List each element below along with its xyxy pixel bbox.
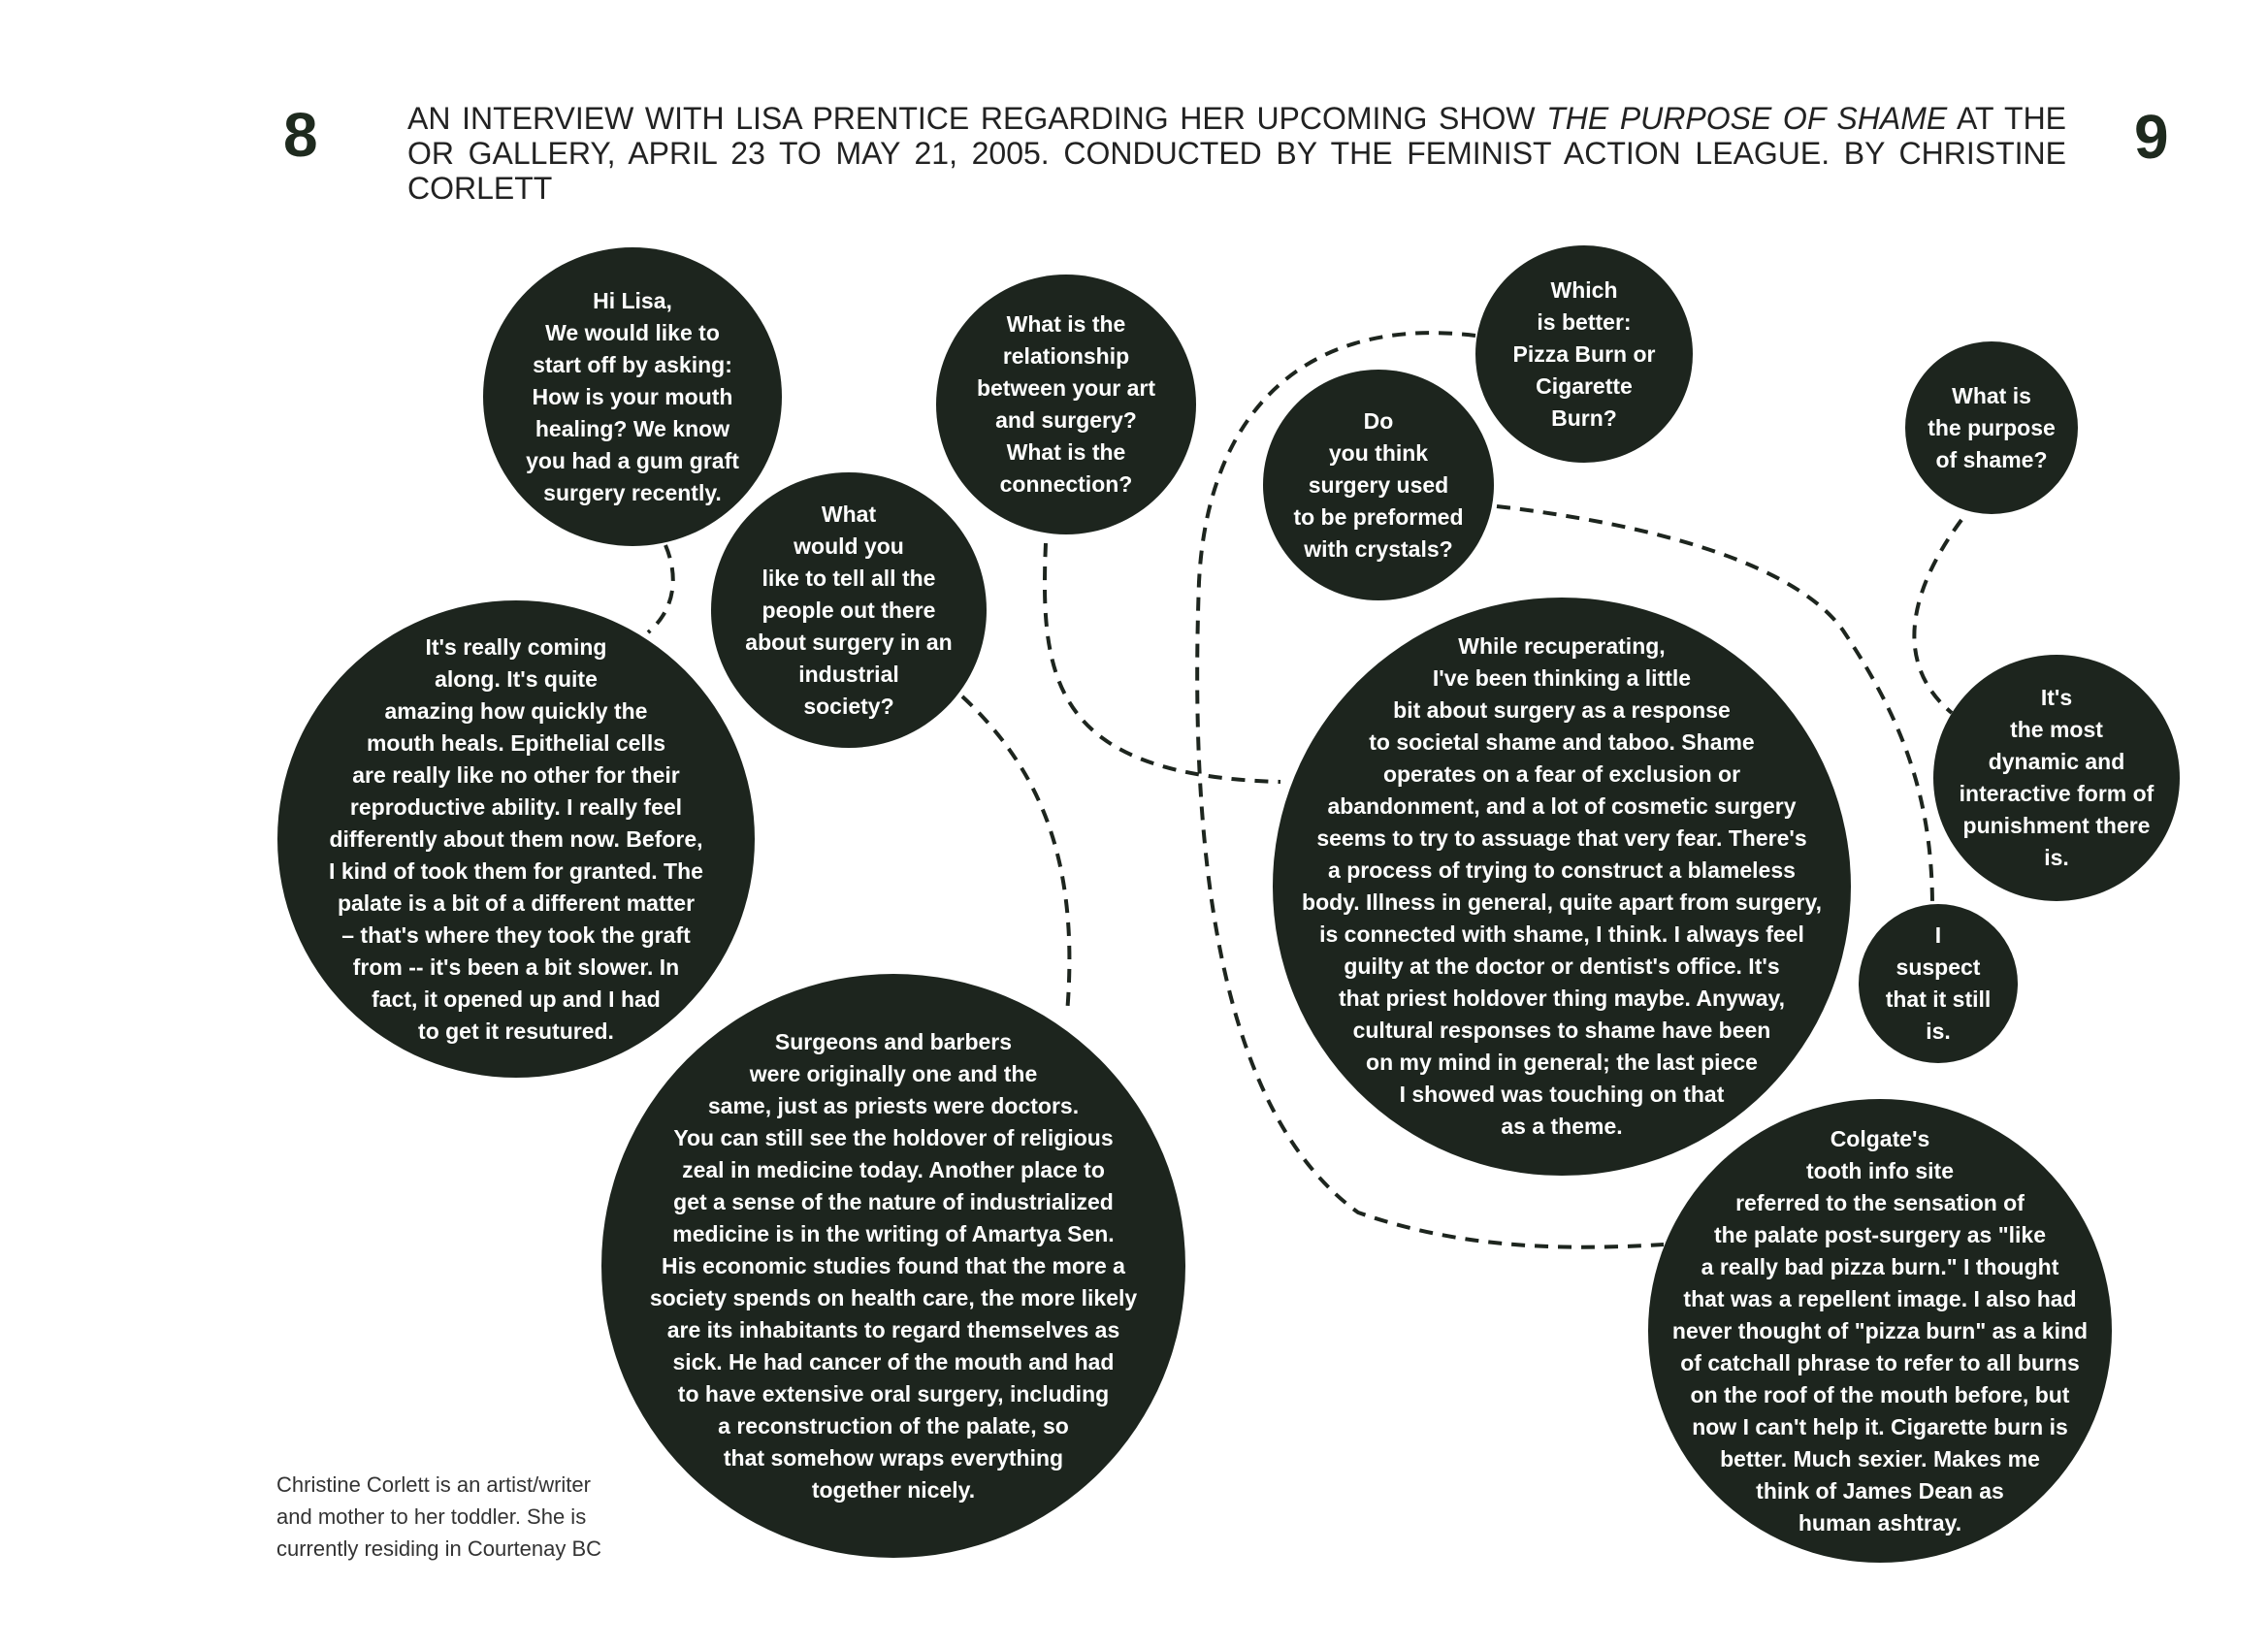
connector-relationship xyxy=(1042,542,1281,784)
bubble-crystals: Do you think surgery used to be preforme… xyxy=(1263,370,1494,600)
bubble-which-better: Which is better: Pizza Burn or Cigarette… xyxy=(1475,245,1693,463)
bubble-hi-lisa: Hi Lisa, We would like to start off by a… xyxy=(483,247,782,546)
bubble-recuperating: While recuperating, I've been thinking a… xyxy=(1273,598,1851,1176)
show-title: THE PURPOSE OF SHAME xyxy=(1546,101,1948,136)
author-bio-caption: Christine Corlett is an artist/writer an… xyxy=(276,1472,602,1561)
connector-purpose xyxy=(1912,518,1963,715)
page-number-left: 8 xyxy=(283,100,318,170)
connector-loop xyxy=(1195,331,1665,1249)
header-text-part1: AN INTERVIEW WITH LISA PRENTICE REGARDIN… xyxy=(407,101,1547,136)
page-number-right: 9 xyxy=(2134,102,2169,172)
bubble-surgeons-barbers: Surgeons and barbers were originally one… xyxy=(601,974,1185,1558)
header-text-part2: AT THE OR GALLERY, APRIL 23 TO MAY 21, 2… xyxy=(407,101,2067,206)
bubble-coming-along: It's really coming along. It's quite ama… xyxy=(277,600,755,1078)
bubble-tell-people: What would you like to tell all the peop… xyxy=(711,472,987,748)
bubble-purpose: What is the purpose of shame? xyxy=(1905,341,2078,514)
bubble-relationship: What is the relationship between your ar… xyxy=(936,275,1196,534)
bubble-punishment: It's the most dynamic and interactive fo… xyxy=(1933,655,2180,901)
connector-crystals xyxy=(1496,504,1934,908)
bubble-colgate: Colgate's tooth info site referred to th… xyxy=(1648,1099,2112,1563)
article-header: AN INTERVIEW WITH LISA PRENTICE REGARDIN… xyxy=(407,101,2066,206)
connector-hi-lisa xyxy=(646,544,675,634)
connector-tell-people xyxy=(960,695,1072,1015)
bubble-suspect: I suspect that it still is. xyxy=(1859,904,2018,1063)
